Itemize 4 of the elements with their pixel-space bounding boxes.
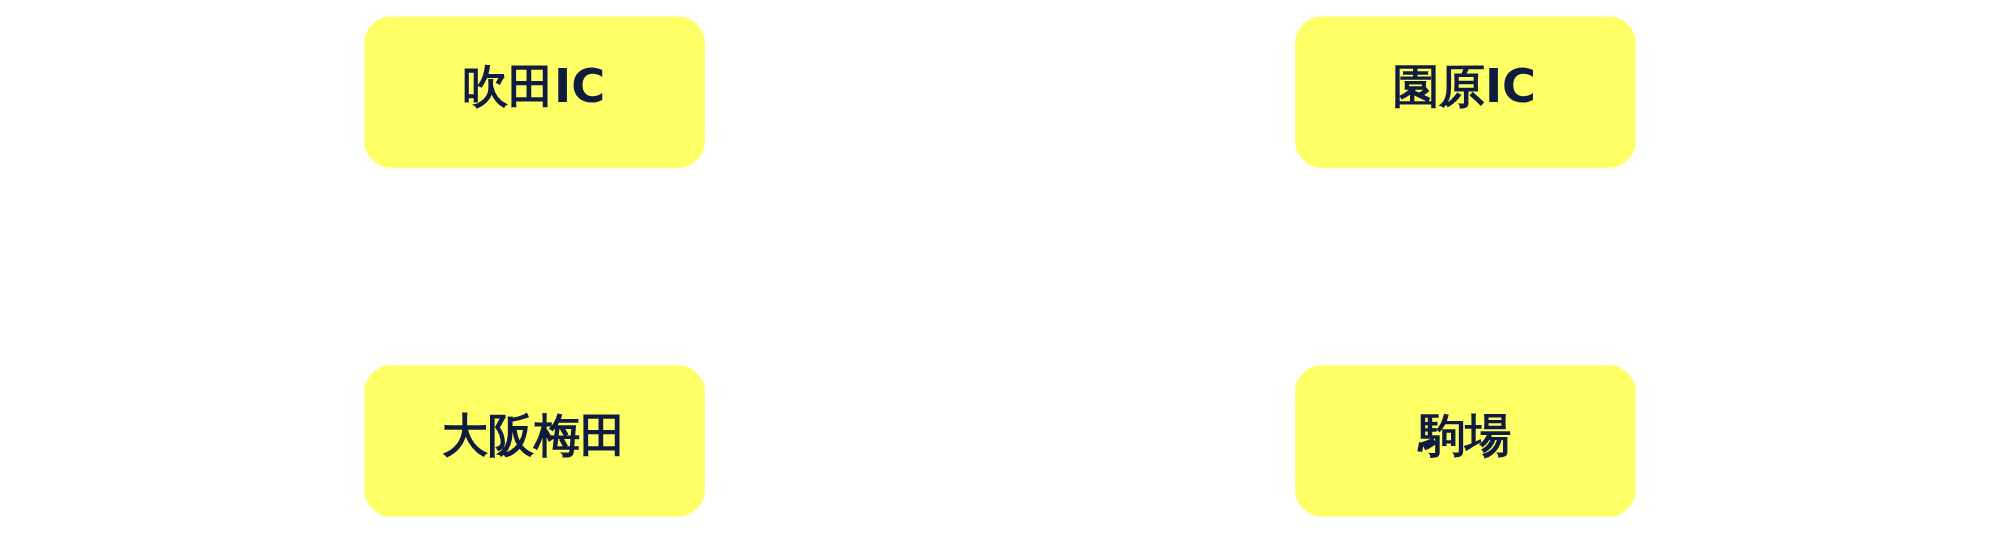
node-box: 大阪梅田 bbox=[364, 365, 705, 517]
node-box: 吹田IC bbox=[364, 16, 705, 168]
node-box: 駒場 bbox=[1295, 365, 1636, 517]
node-box: 園原IC bbox=[1295, 16, 1636, 168]
